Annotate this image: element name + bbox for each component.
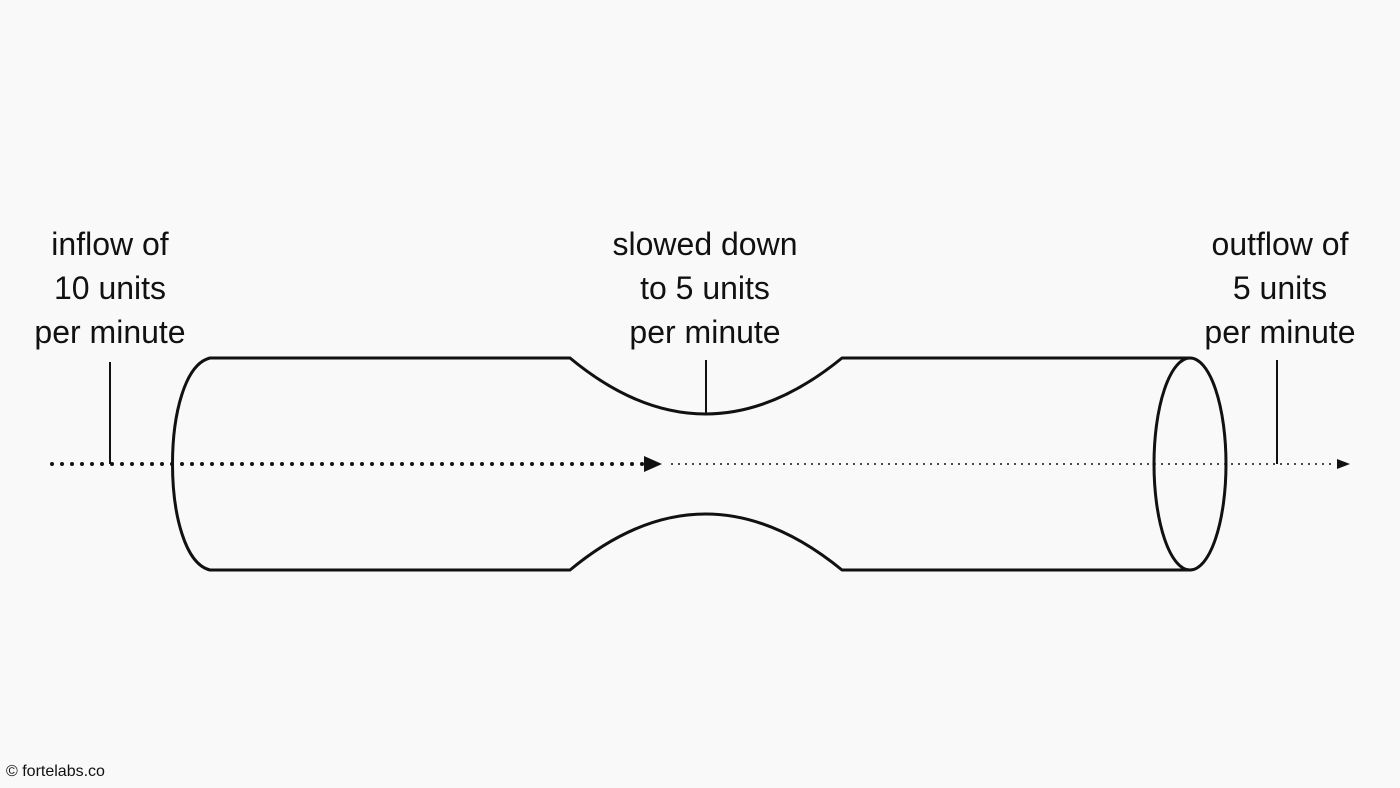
outflow-label: outflow of 5 units per minute bbox=[1204, 226, 1356, 350]
leader-lines bbox=[109, 360, 1278, 464]
pipe-bottom-edge bbox=[208, 512, 1192, 572]
slowed-down-label: slowed down to 5 units per minute bbox=[612, 226, 798, 350]
pipe-top-edge bbox=[208, 356, 1192, 416]
outflow-arrowhead bbox=[1337, 459, 1350, 469]
copyright-credit: © fortelabs.co bbox=[6, 763, 105, 780]
inflow-label: inflow of 10 units per minute bbox=[34, 226, 186, 350]
inflow-arrowhead bbox=[644, 456, 662, 472]
